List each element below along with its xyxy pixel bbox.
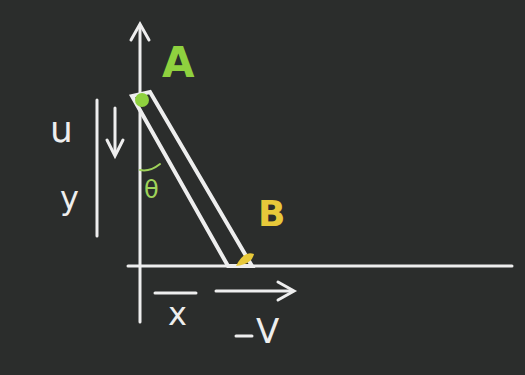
arrowhead [278, 282, 294, 300]
angle-label: θ [144, 178, 159, 202]
point-b [236, 253, 254, 266]
velocity-arrow [114, 108, 117, 152]
distance-label: y [60, 182, 79, 214]
y-extent-line [96, 100, 99, 236]
velocity-arrow [216, 290, 292, 293]
x-extent-line [155, 292, 196, 295]
axis-arrowhead [131, 24, 149, 40]
velocity-label: V [256, 314, 279, 348]
arrowhead [107, 140, 123, 156]
horizontal-axis [128, 265, 512, 268]
point-label: A [162, 42, 195, 84]
vertical-axis [139, 28, 142, 322]
ladder [132, 92, 252, 266]
angle-arc [140, 164, 160, 170]
minus-stroke [236, 335, 252, 338]
velocity-label: u [50, 112, 73, 148]
distance-label: x [168, 298, 187, 330]
point-label: B [258, 196, 285, 232]
point-a [135, 93, 149, 107]
